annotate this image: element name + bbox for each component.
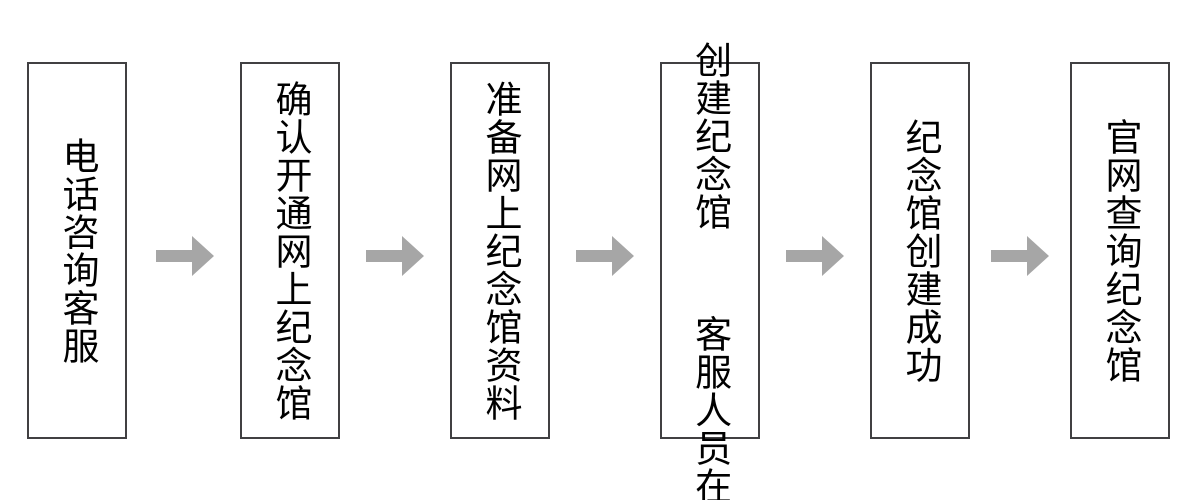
flow-arrow-1: [156, 236, 214, 276]
flow-node-4-label-col1: 客服人员在后台: [688, 314, 732, 500]
flow-node-4-columns: 创建纪念馆 客服人员在后台: [689, 41, 732, 500]
flow-arrow-5: [991, 236, 1049, 276]
flow-node-2[interactable]: 确认开通网上纪念馆: [240, 62, 340, 439]
flow-node-5[interactable]: 纪念馆创建成功: [870, 62, 970, 439]
flow-node-6[interactable]: 官网查询纪念馆: [1070, 62, 1170, 439]
flow-arrow-4: [786, 236, 844, 276]
flow-node-1-label: 电话咨询客服: [56, 136, 100, 365]
flow-node-3[interactable]: 准备网上纪念馆资料: [450, 62, 550, 439]
flow-node-1[interactable]: 电话咨询客服: [27, 62, 127, 439]
flow-node-2-label: 确认开通网上纪念馆: [269, 79, 313, 422]
flow-node-5-label: 纪念馆创建成功: [899, 117, 943, 384]
flow-node-3-label: 准备网上纪念馆资料: [479, 79, 523, 422]
flow-node-4-label-col2: 创建纪念馆: [688, 40, 732, 231]
flow-arrow-2: [366, 236, 424, 276]
flow-node-6-label: 官网查询纪念馆: [1099, 117, 1143, 384]
flow-arrow-3: [576, 236, 634, 276]
flow-node-4[interactable]: 创建纪念馆 客服人员在后台: [660, 41, 760, 500]
